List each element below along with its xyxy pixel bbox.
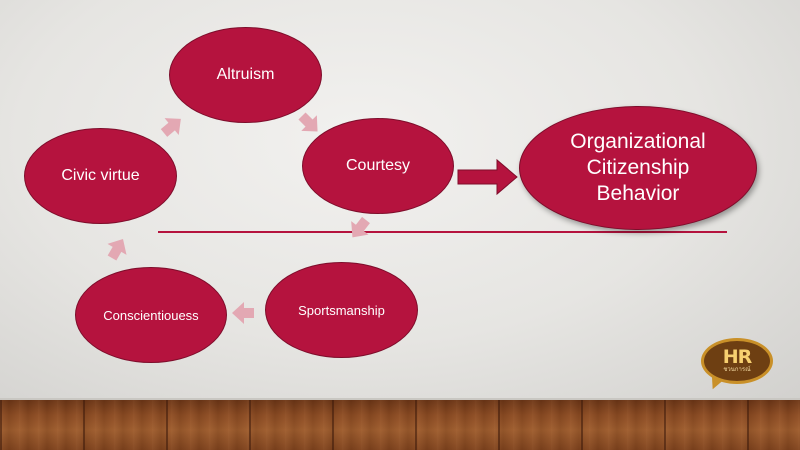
arrow-civic-to-altruism — [160, 118, 181, 137]
arrow-courtesy-to-sportsmanship — [351, 216, 370, 238]
node-sportsmanship: Sportsmanship — [265, 262, 418, 358]
node-courtesy: Courtesy — [302, 118, 454, 214]
node-civic-virtue: Civic virtue — [24, 128, 177, 224]
node-sportsmanship-label: Sportsmanship — [298, 302, 385, 318]
logo-tagline: ชวนการณ์ — [723, 367, 751, 373]
logo-mark: HR — [722, 346, 753, 368]
logo-bubble: HR ชวนการณ์ — [701, 338, 773, 384]
node-courtesy-label: Courtesy — [345, 157, 411, 174]
wood-floor — [0, 400, 800, 450]
node-conscientiousness-label: Conscientiouess — [103, 307, 199, 323]
outcome-line-1: Organizational — [570, 129, 706, 153]
node-civic-virtue-label: Civic virtue — [61, 167, 140, 184]
arrow-altruism-to-courtesy — [298, 112, 318, 132]
node-altruism: Altruism — [169, 27, 322, 123]
node-conscientiousness: Conscientiouess — [75, 267, 227, 363]
floor-edge — [0, 398, 800, 401]
outcome-line-3: Behavior — [596, 182, 680, 206]
node-altruism-label: Altruism — [216, 66, 275, 83]
arrow-to-outcome — [457, 158, 518, 196]
arrow-conscientiousness-to-civic — [107, 238, 127, 261]
arrow-sportsmanship-to-conscientiousness — [232, 302, 254, 324]
node-outcome: Organizational Citizenship Behavior — [519, 106, 757, 230]
hr-logo: HR ชวนการณ์ — [697, 336, 777, 394]
outcome-line-2: Citizenship — [586, 155, 690, 179]
arrow-layer — [107, 112, 727, 324]
